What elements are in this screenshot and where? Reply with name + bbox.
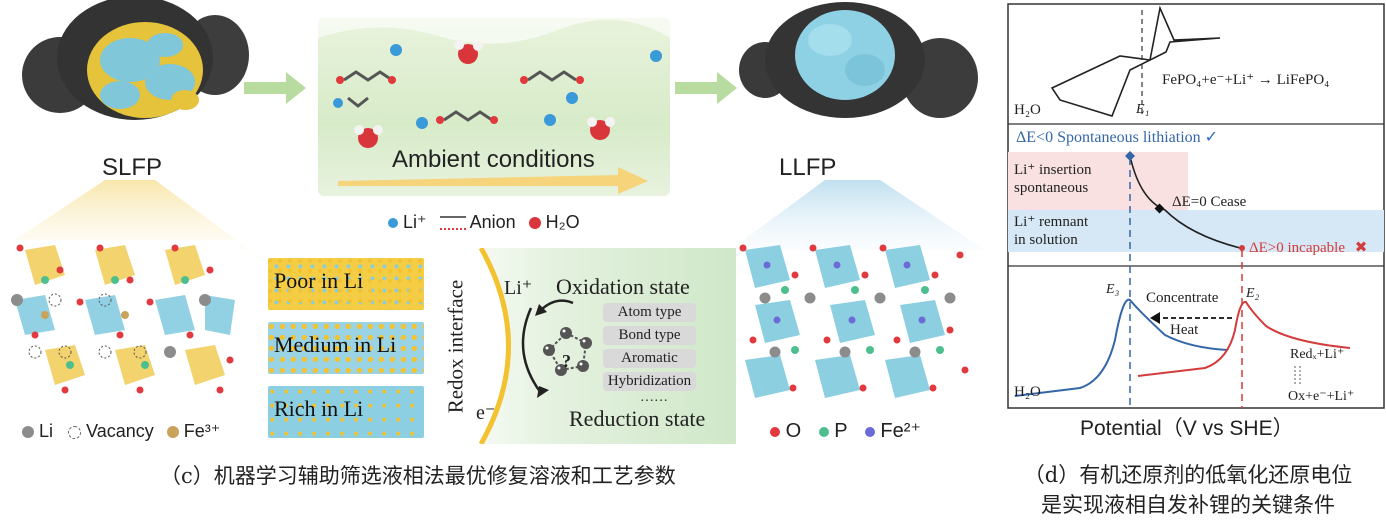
- llfp-zoom-cone: [730, 180, 985, 250]
- slfp-label: SLFP: [102, 154, 163, 181]
- fe2-legend-icon: [864, 426, 875, 437]
- llfp-crystal-structure: [739, 244, 969, 398]
- check-icon: ✓: [1204, 127, 1219, 146]
- slfp-legend: Li Vacancy Fe³⁺: [22, 421, 220, 442]
- heat-label: Heat: [1170, 322, 1199, 338]
- redox-interface-label: Redox interface: [443, 279, 468, 414]
- redox-panel: Redox interface Li⁺ e⁻ Oxidation state R…: [436, 248, 736, 444]
- band-rich-label: Rich in Li: [274, 396, 364, 421]
- band-medium-li: Medium in Li: [268, 322, 424, 374]
- h2o-top-label: H₂O: [1014, 102, 1041, 118]
- potential-diagram: [1007, 3, 1385, 409]
- caption-d: （d）有机还原剂的低氧化还原电位 是实现液相自发补锂的关键条件: [990, 460, 1386, 520]
- anion-legend-icon: [439, 216, 466, 231]
- remnant-label: Li⁺ remnant in solution: [1014, 213, 1088, 249]
- band-rich-li: Rich in Li: [268, 386, 424, 438]
- oxidation-state-label: Oxidation state: [556, 274, 690, 299]
- insertion-line-2: spontaneous: [1014, 180, 1089, 196]
- x-axis-label: Potential（V vs SHE）: [1080, 417, 1294, 440]
- spontaneous-lithiation-text: ΔE<0 Spontaneous lithiation: [1016, 129, 1201, 146]
- li-ion-legend-label: Li⁺: [403, 212, 427, 232]
- llfp-label: LLFP: [779, 154, 837, 181]
- redox-interface-curve: [436, 248, 511, 444]
- anion-legend-label: Anion: [469, 212, 516, 232]
- h2o-bottom-label: H₂O: [1014, 384, 1041, 400]
- slfp-particle-illustration: [22, 0, 249, 120]
- concentrate-label: Concentrate: [1146, 290, 1219, 306]
- ambient-conditions-label: Ambient conditions: [392, 146, 595, 173]
- li-legend-icon: [22, 426, 34, 439]
- ox-label: Ox+e⁻+Li⁺: [1288, 389, 1355, 404]
- e3-label: E₃: [1106, 282, 1120, 297]
- e1-label: E₁: [1136, 102, 1150, 117]
- water-legend-label: H₂O: [545, 212, 580, 232]
- p-legend-icon: [818, 426, 829, 437]
- remnant-line-1: Li⁺ remnant: [1014, 214, 1089, 230]
- e-minus-label: e⁻: [476, 402, 496, 424]
- molecule-cycle-diagram: [521, 299, 592, 398]
- water-legend-icon: [528, 217, 541, 230]
- pill-ellipsis: ……: [640, 390, 668, 405]
- caption-c: （c）机器学习辅助筛选液相法最优修复溶液和工艺参数: [160, 464, 676, 488]
- pill-hybridization: Hybridization: [603, 372, 696, 391]
- reaction-equation: FePO₄+e⁻+Li⁺ → LiFePO₄: [1162, 72, 1330, 88]
- slfp-crystal-structure: [5, 240, 240, 420]
- caption-d-line-2: 是实现液相自发补锂的关键条件: [1041, 493, 1335, 517]
- incapable-text: ΔE>0 incapable: [1249, 240, 1345, 256]
- fe3-legend-icon: [166, 426, 179, 439]
- redx-label: Redₓ+Li⁺: [1290, 347, 1345, 362]
- band-poor-label: Poor in Li: [274, 268, 364, 293]
- ambient-solution-box: Ambient conditions: [318, 18, 670, 196]
- li-legend-label: Li: [39, 421, 54, 441]
- p-legend-label: P: [834, 420, 848, 442]
- llfp-legend: O P Fe²⁺: [770, 418, 921, 443]
- pill-aromatic: Aromatic: [603, 349, 696, 368]
- e2-label: E₂: [1246, 286, 1260, 301]
- pill-bond-type: Bond type: [603, 326, 696, 345]
- slfp-zoom-cone: [0, 180, 250, 250]
- fe2-legend-label: Fe²⁺: [880, 420, 921, 442]
- vacancy-legend-icon: [68, 425, 82, 439]
- li-plus-label: Li⁺: [504, 277, 533, 299]
- llfp-particle-illustration: [739, 2, 978, 118]
- spontaneous-lithiation-label: ΔE<0 Spontaneous lithiation ✓: [1016, 127, 1218, 147]
- insertion-label: Li⁺ insertion spontaneous: [1014, 161, 1092, 197]
- reduction-state-label: Reduction state: [569, 406, 706, 431]
- remnant-line-2: in solution: [1014, 232, 1078, 248]
- solution-molecules-illustration: [318, 18, 670, 194]
- solution-legend: Li⁺ Anion H₂O: [388, 212, 580, 233]
- vacancy-legend-label: Vacancy: [86, 421, 154, 441]
- band-poor-li: Poor in Li: [268, 258, 424, 310]
- panel-c: SLFP Li Vacancy Fe: [0, 0, 985, 488]
- panel-d: FePO₄+e⁻+Li⁺ → LiFePO₄ H₂O E₁ ΔE<0 Spont…: [990, 0, 1386, 524]
- flow-arrow-right-icon: [675, 72, 737, 104]
- insertion-line-1: Li⁺ insertion: [1014, 162, 1092, 178]
- incapable-label: ΔE>0 incapable ✖: [1249, 238, 1367, 257]
- pill-atom-type: Atom type: [603, 303, 696, 322]
- cross-icon: ✖: [1354, 238, 1368, 256]
- caption-d-line-1: （d）有机还原剂的低氧化还原电位: [1023, 463, 1353, 487]
- band-medium-label: Medium in Li: [274, 332, 397, 357]
- flow-arrow-left-icon: [244, 72, 306, 104]
- question-mark-label: ?: [562, 351, 571, 371]
- cease-label: ΔE=0 Cease: [1172, 194, 1247, 210]
- o-legend-label: O: [785, 420, 802, 442]
- li-ion-legend-icon: [388, 218, 398, 229]
- fe3-legend-label: Fe³⁺: [183, 421, 221, 441]
- o-legend-icon: [770, 426, 780, 437]
